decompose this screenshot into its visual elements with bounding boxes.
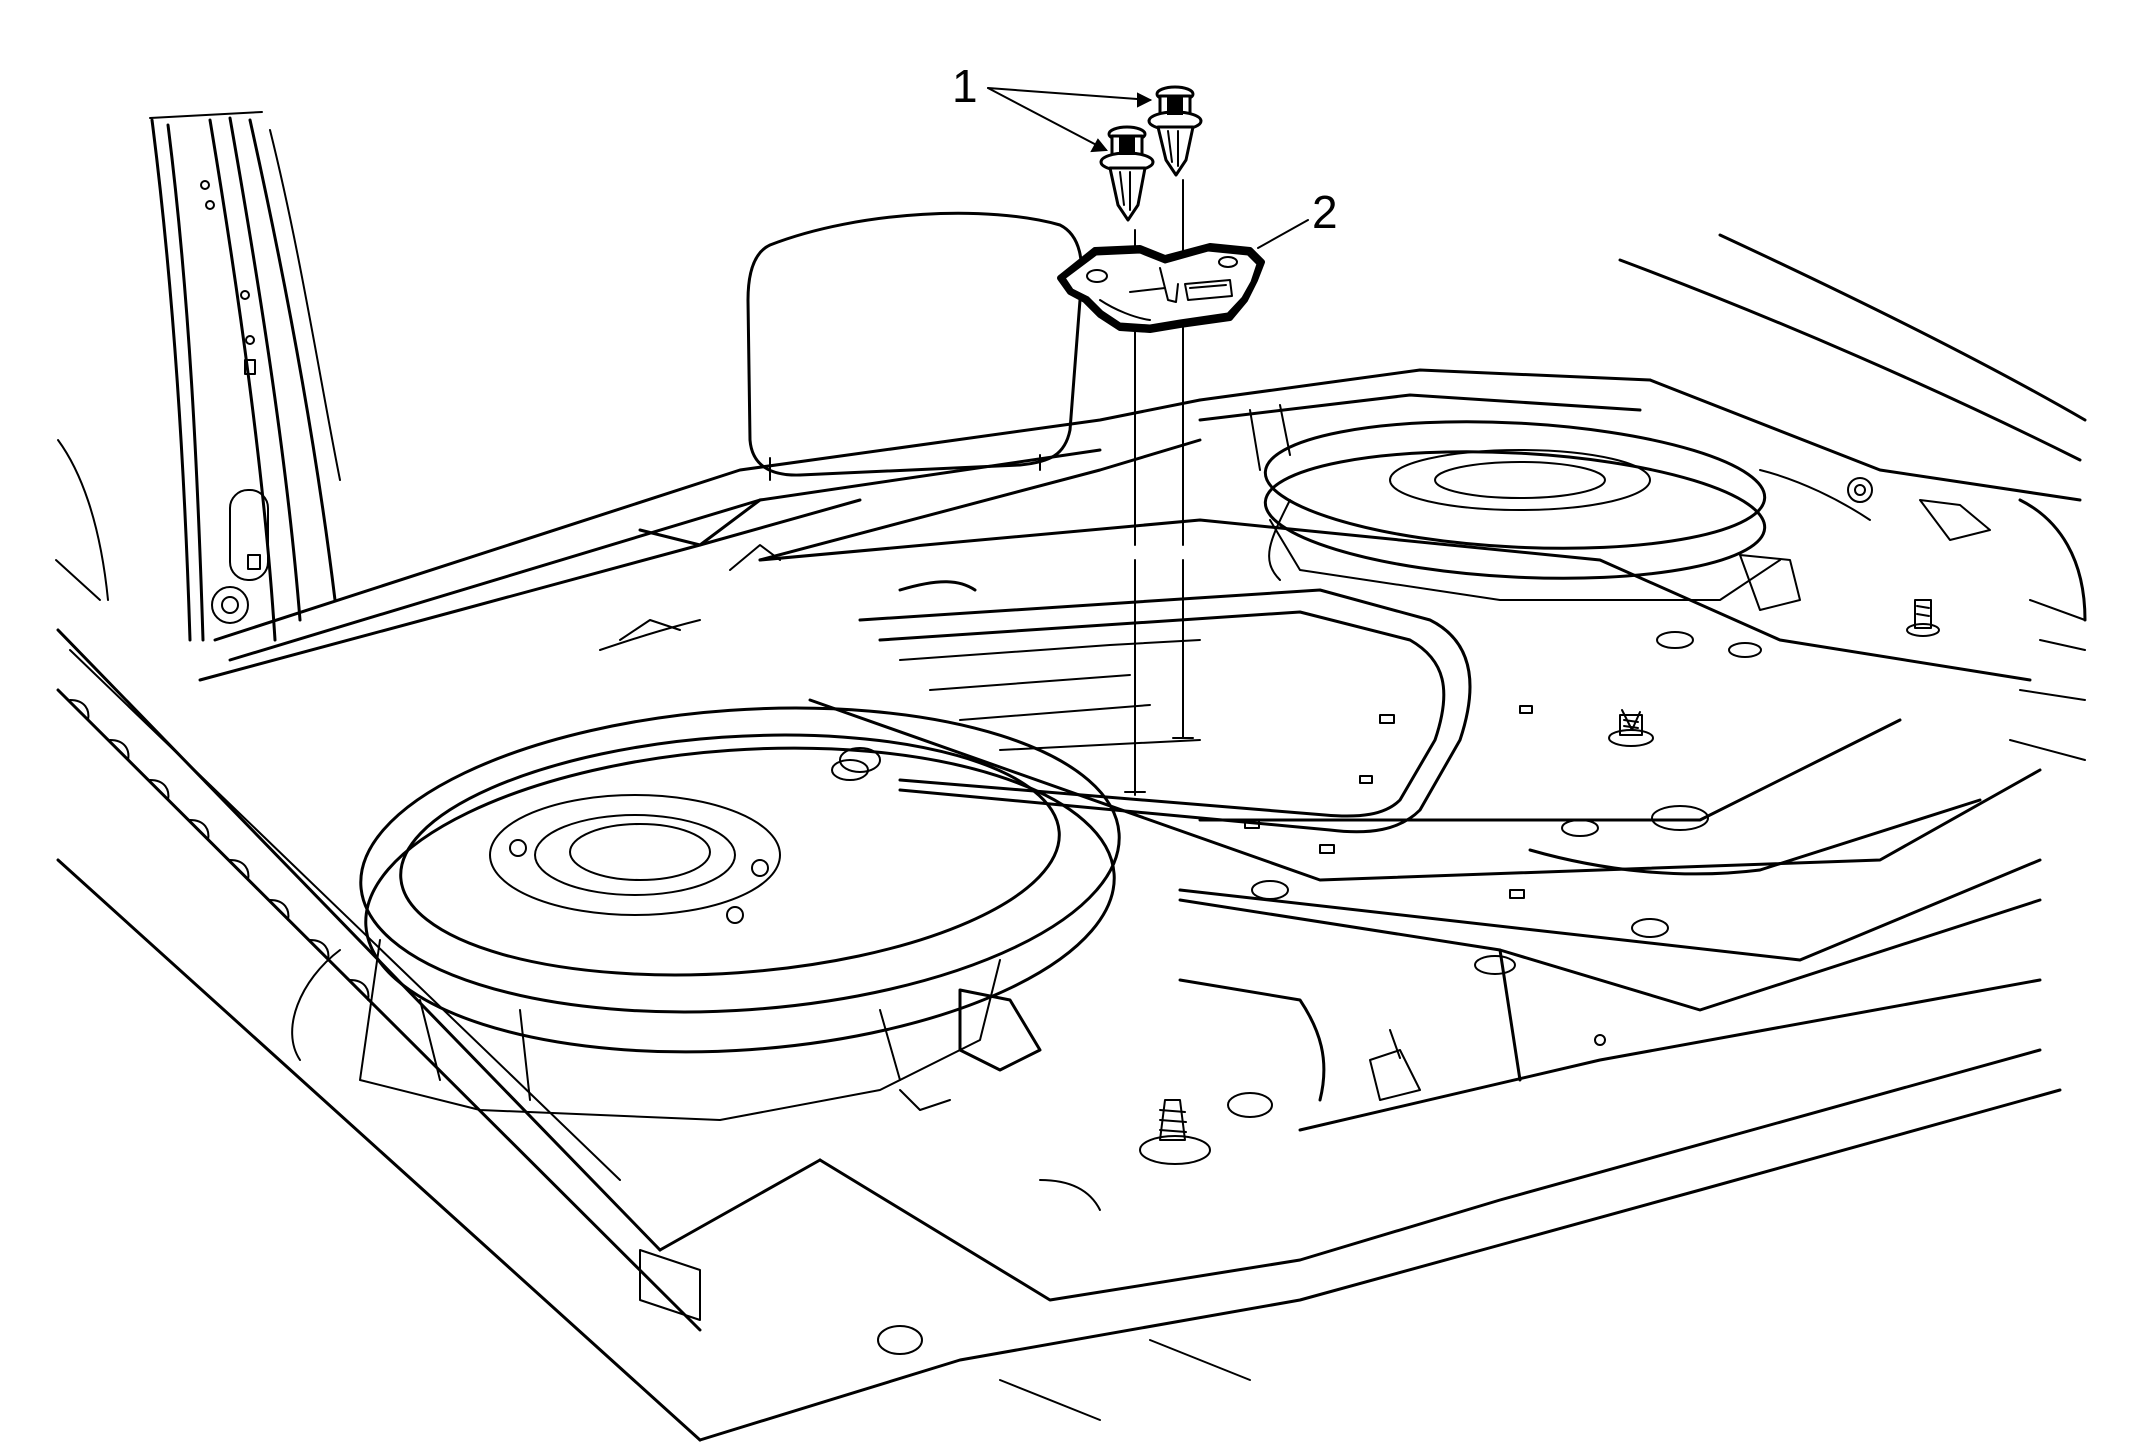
stud-center — [1608, 709, 1654, 747]
seat-back-edge — [198, 398, 1202, 682]
stud-right — [1906, 599, 1940, 637]
right-speaker — [1263, 420, 1801, 611]
trunk-floor — [658, 518, 2062, 1442]
right-rear-shelf — [1198, 233, 2087, 761]
callout-2-label: 2 — [1312, 186, 1338, 238]
callout-1-label: 1 — [952, 60, 978, 112]
headrest — [746, 211, 1084, 481]
bracket-icon — [1057, 243, 1265, 333]
push-pin-retainer-icon-left — [1099, 125, 1155, 222]
callout-2: 2 — [1257, 186, 1338, 249]
stud-front — [1139, 1099, 1211, 1165]
callout-1: 1 — [952, 60, 1153, 153]
floor-studs — [1139, 599, 1940, 1165]
left-body-pillar — [55, 111, 341, 642]
floor-holes — [831, 631, 1762, 1355]
left-sill — [56, 628, 702, 1442]
push-pin-retainer-icon-right — [1147, 85, 1203, 177]
